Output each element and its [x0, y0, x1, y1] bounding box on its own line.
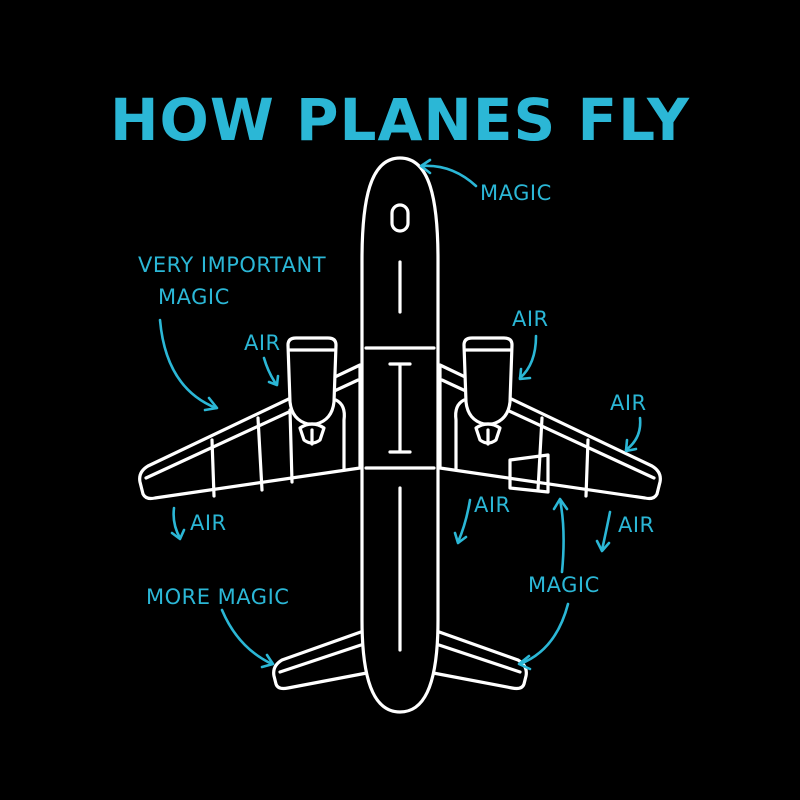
- arrow-right-engine: [518, 334, 538, 380]
- left-engine: [286, 336, 338, 426]
- arrow-magic-up: [558, 498, 565, 574]
- title: HOW PLANES FLY: [110, 86, 690, 154]
- arrow-left-engine: [262, 356, 278, 386]
- label-air-right-wingtip: AIR: [610, 391, 647, 415]
- arrow-nose: [420, 164, 478, 188]
- label-air-under-right-wing-outer: AIR: [618, 513, 655, 537]
- annotation-labels: MAGIC VERY IMPORTANT MAGIC AIR AIR AIR A…: [138, 181, 655, 609]
- label-air-left-engine: AIR: [244, 331, 281, 355]
- arrow-under-left-wing: [172, 506, 182, 540]
- label-magic-tail: MAGIC: [528, 573, 600, 597]
- arrow-magic-tail: [518, 602, 570, 666]
- right-engine: [462, 336, 514, 426]
- label-very-important-2: MAGIC: [158, 285, 230, 309]
- arrow-under-right-wing-outer: [600, 510, 612, 552]
- arrow-right-wingtip: [624, 416, 642, 452]
- arrow-under-right-wing-inner: [456, 498, 472, 544]
- arrow-more-magic: [220, 608, 274, 666]
- label-magic-nose: MAGIC: [480, 181, 552, 205]
- annotation-arrows: [158, 158, 642, 671]
- airplane-illustration: [138, 156, 662, 714]
- label-air-under-left-wing: AIR: [190, 511, 227, 535]
- cockpit-window: [390, 203, 410, 233]
- label-air-under-right-wing-inner: AIR: [474, 493, 511, 517]
- arrow-very-important: [158, 318, 218, 410]
- label-very-important-1: VERY IMPORTANT: [138, 253, 326, 277]
- label-air-right-engine: AIR: [512, 307, 549, 331]
- label-more-magic: MORE MAGIC: [146, 585, 289, 609]
